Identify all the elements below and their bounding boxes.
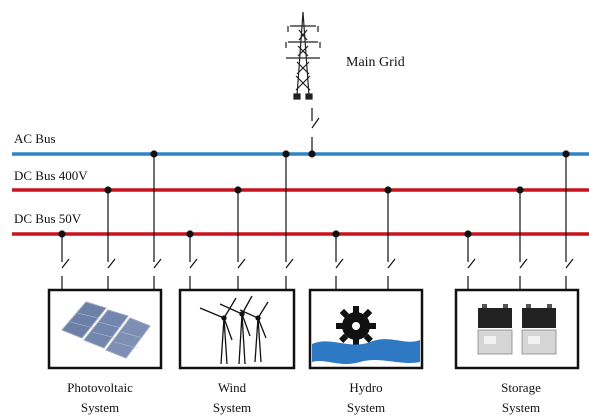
hydro-system-sub: System [347, 400, 385, 415]
pv-system-name: Photovoltaic [67, 380, 133, 395]
pv-system-sub: System [81, 400, 119, 415]
water-wheel-icon [312, 306, 420, 364]
dc-bus-50v-label: DC Bus 50V [14, 211, 82, 226]
grid-switch [311, 108, 320, 154]
solar-panel-icon [61, 301, 151, 359]
feeder-connections [58, 150, 574, 290]
transmission-tower-icon [285, 11, 321, 100]
storage-system-name: Storage [501, 380, 541, 395]
ac-bus-label: AC Bus [14, 131, 56, 146]
storage-system-sub: System [502, 400, 540, 415]
wind-turbine-icon [199, 295, 269, 365]
battery-icon [477, 304, 557, 355]
wind-system-sub: System [213, 400, 251, 415]
storage-system-box [454, 288, 580, 370]
dc-bus-400v-label: DC Bus 400V [14, 168, 88, 183]
hydro-system-name: Hydro [349, 380, 382, 395]
main-grid-label: Main Grid [346, 55, 405, 70]
wind-system-name: Wind [218, 380, 247, 395]
wind-system-box [178, 288, 296, 370]
